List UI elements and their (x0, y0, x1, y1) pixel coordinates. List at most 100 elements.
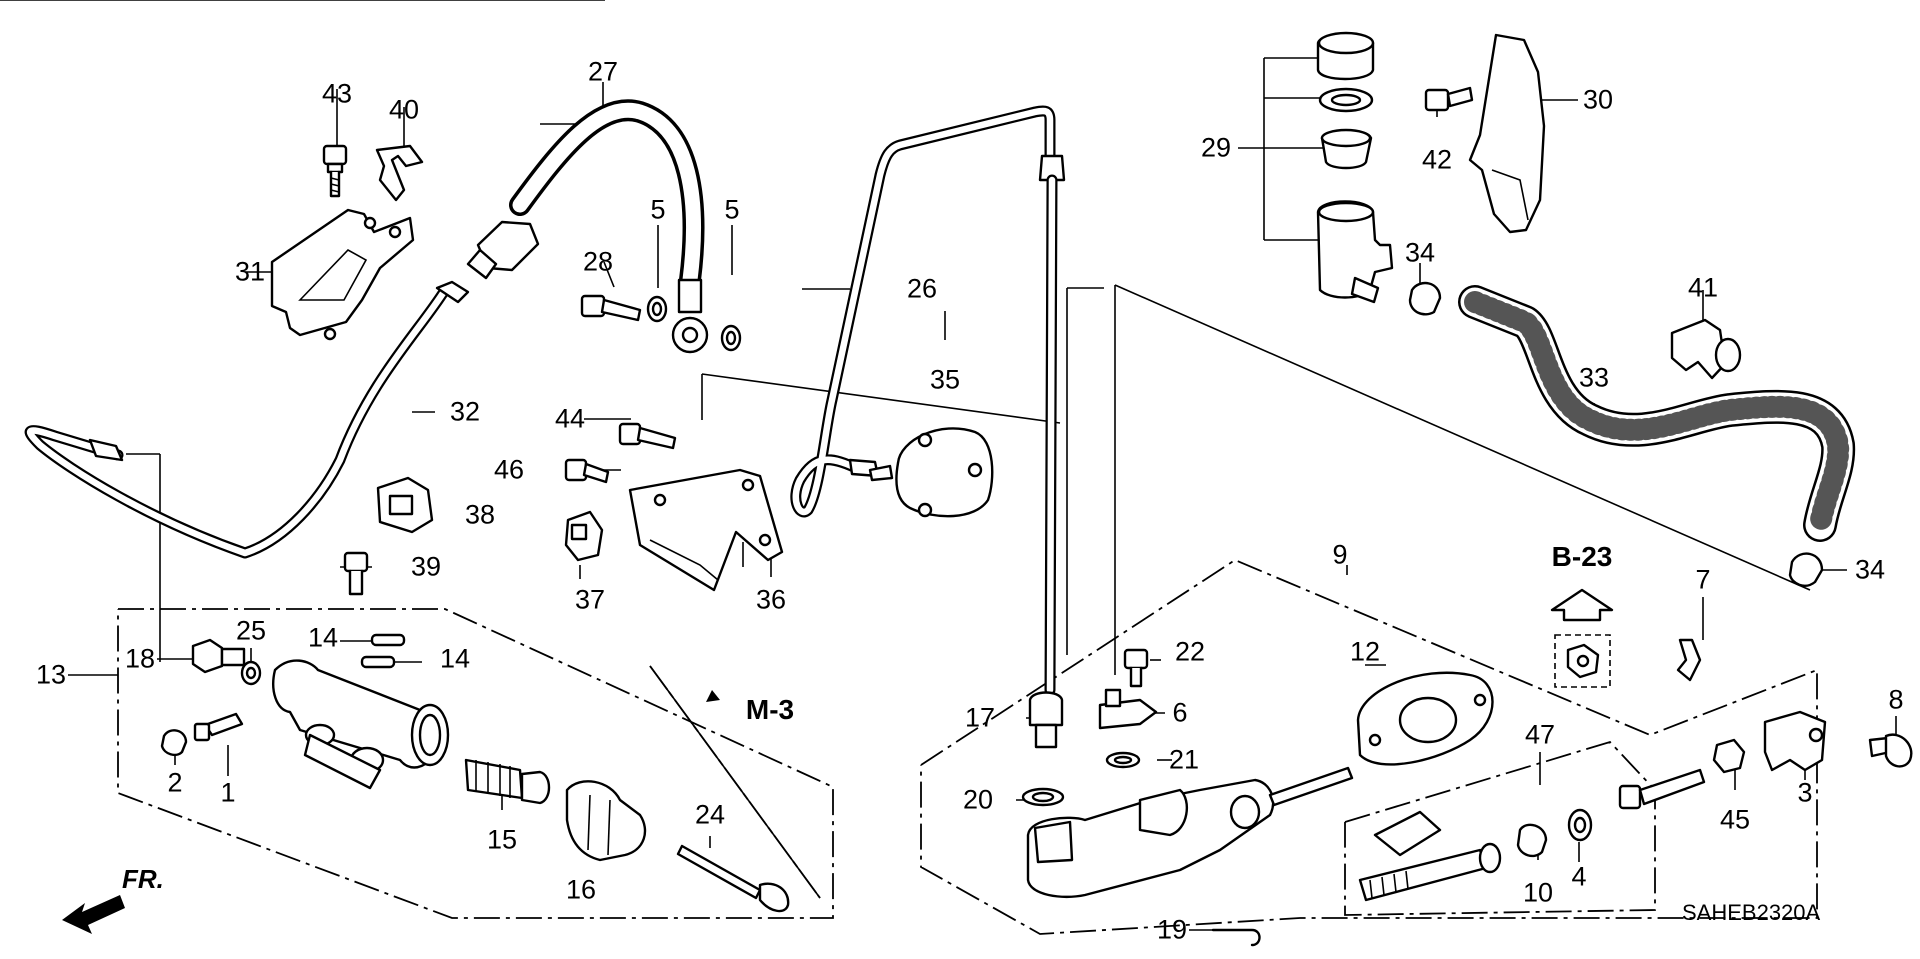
slave-cylinder-assembly-boundary (117, 608, 834, 919)
callout-2: 2 (167, 767, 183, 798)
callout-22: 22 (1174, 636, 1206, 667)
part-28-bolt (580, 294, 642, 322)
part-22-bolt (1123, 648, 1149, 688)
part-47-push-rod-kit (1358, 810, 1502, 902)
part-44-bolt (618, 422, 677, 450)
reference-arrow-m3 (706, 690, 720, 702)
callout-1: 1 (220, 777, 236, 808)
callout-14b: 14 (439, 643, 471, 674)
part-29-reservoir-seal (1318, 87, 1374, 113)
callout-19: 19 (1156, 914, 1188, 945)
master-cylinder-assembly-boundary (920, 558, 1818, 935)
callout-34b: 34 (1854, 554, 1886, 585)
callout-33: 33 (1578, 362, 1610, 393)
front-direction-arrow (62, 895, 125, 934)
part-33-reservoir-hose (1458, 285, 1856, 542)
callout-8: 8 (1888, 684, 1904, 715)
callout-17: 17 (964, 702, 996, 733)
part-36-bracket (628, 468, 784, 592)
part-3-bracket (1763, 710, 1827, 772)
part-25-washer (240, 660, 262, 686)
part-1-bleeder (193, 712, 244, 742)
callout-6: 6 (1172, 697, 1188, 728)
part-31-bracket (270, 208, 415, 341)
part-b23-nut (1554, 634, 1611, 688)
part-6-joint (1098, 688, 1158, 730)
callout-7: 7 (1695, 564, 1711, 595)
part-24-push-rod (676, 844, 790, 913)
callout-3: 3 (1797, 777, 1813, 808)
callout-45: 45 (1719, 804, 1751, 835)
callout-34a: 34 (1404, 237, 1436, 268)
callout-12: 12 (1349, 636, 1381, 667)
part-40-clip (375, 144, 424, 202)
part-37-clamp (564, 510, 604, 562)
callout-9: 9 (1332, 539, 1348, 570)
part-41-clip (1670, 318, 1742, 380)
callout-40: 40 (388, 94, 420, 125)
part-32-clutch-pipe (24, 280, 470, 559)
part-13-slave-cylinder (272, 659, 450, 790)
callout-47: 47 (1524, 719, 1556, 750)
callout-13: 13 (35, 659, 67, 690)
callout-30: 30 (1582, 84, 1614, 115)
part-45-nut (1712, 738, 1746, 774)
part-38-clamp (376, 476, 434, 534)
callout-39: 39 (410, 551, 442, 582)
callout-31: 31 (234, 256, 266, 287)
part-29-reservoir-cap (1316, 31, 1375, 81)
part-19-hook (1211, 928, 1261, 947)
part-20-seal (1021, 787, 1065, 807)
m3-reference-boundary (649, 665, 821, 899)
callout-18: 18 (124, 643, 156, 674)
part-18-fitting (191, 638, 246, 674)
diagram-code: SAHEB2320A (1682, 900, 1821, 925)
callout-25: 25 (235, 615, 267, 646)
part-12-gasket (1356, 671, 1494, 766)
part-5-washer-a (646, 295, 668, 323)
part-4-nut (1567, 808, 1593, 842)
callout-41: 41 (1687, 272, 1719, 303)
part-35-damper (868, 427, 994, 518)
callout-44: 44 (554, 403, 586, 434)
callout-32: 32 (449, 396, 481, 427)
part-42-bolt (1424, 86, 1474, 112)
callout-4: 4 (1571, 861, 1587, 892)
part-29-reservoir-tank (1316, 200, 1394, 304)
callout-29: 29 (1200, 132, 1232, 163)
callout-21: 21 (1168, 744, 1200, 775)
callout-42: 42 (1421, 144, 1453, 175)
part-14-pin-b (360, 655, 396, 669)
callout-15: 15 (486, 824, 518, 855)
push-rod-kit-boundary (1344, 740, 1656, 916)
callout-24: 24 (694, 799, 726, 830)
part-34-clamp-a (1408, 281, 1442, 316)
part-26-clutch-pipe (790, 105, 1066, 518)
callout-46: 46 (493, 454, 525, 485)
reference-arrow-up (1550, 588, 1614, 622)
part-43-bolt (322, 144, 348, 198)
part-21-washer (1105, 751, 1141, 769)
part-29-reservoir-filter (1320, 128, 1373, 170)
part-9-master-cylinder (1026, 766, 1354, 899)
part-27-clutch-hose (466, 99, 709, 354)
callout-28: 28 (582, 246, 614, 277)
part-17-fitting (1028, 691, 1064, 749)
part-46-bolt (564, 458, 610, 484)
callout-37: 37 (574, 584, 606, 615)
part-5-washer-b (720, 324, 742, 352)
part-30-bracket (1468, 33, 1546, 234)
part-47-bolt (1618, 768, 1706, 810)
part-7-clip (1676, 638, 1702, 682)
callout-43: 43 (321, 78, 353, 109)
callout-10: 10 (1522, 877, 1554, 908)
part-2-cap (160, 729, 188, 757)
part-34-clamp-b (1788, 552, 1824, 587)
part-14-pin-a (370, 633, 406, 647)
callout-36: 36 (755, 584, 787, 615)
part-16-boot (565, 780, 647, 862)
callout-20: 20 (962, 784, 994, 815)
callout-14a: 14 (307, 622, 339, 653)
